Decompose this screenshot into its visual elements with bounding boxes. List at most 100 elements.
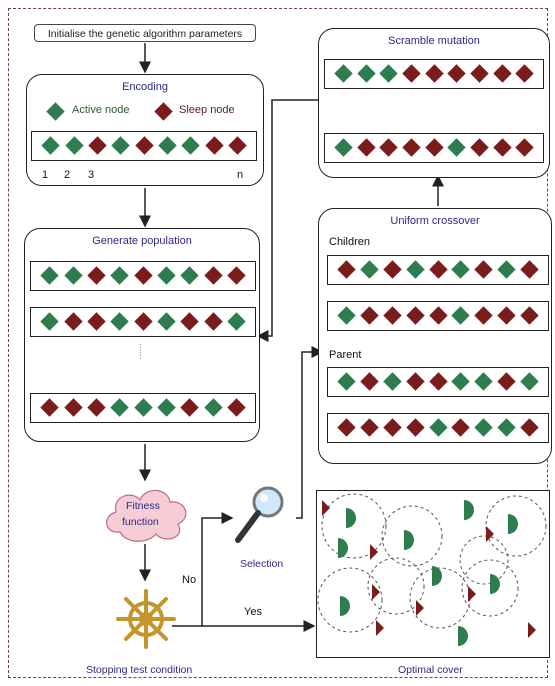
init-parameters-box: Initialise the genetic algorithm paramet… [34,24,256,42]
active-node-gene [110,398,129,417]
active-node-gene [474,372,493,391]
active-node-gene [405,260,425,279]
sleep-node-gene [470,64,489,83]
crossover-box: Uniform crossover Children Parent [318,208,552,464]
active-node-gene [356,64,376,83]
active-node-gene [157,398,176,417]
parent-label: Parent [329,349,362,361]
active-node-gene [41,136,60,155]
sleep-node-gene [87,398,106,417]
mutation-title: Scramble mutation [388,35,480,47]
sleep-node-gene [88,136,107,155]
sleep-node-gene [337,418,356,437]
sleep-node-gene [337,260,356,279]
sleep-node-gene [87,312,106,331]
optimal-cover-label: Optimal cover [398,664,463,676]
active-node-gene [428,418,448,437]
active-node-gene [337,306,356,325]
active-node-gene [180,266,199,285]
children-label: Children [329,236,370,248]
sleep-node-gene [497,372,516,391]
sleep-node-gene [405,372,425,391]
sleep-node-gene [492,138,512,157]
encoding-chromosome [31,131,257,161]
sleep-node-gene [383,306,402,325]
sleep-node-gene [227,398,246,417]
active-node-gene [157,312,176,331]
sleep-node-gene [227,266,246,285]
active-node-gene [334,138,353,157]
encoding-box: Encoding Active node Sleep node 1 2 3 n [26,74,264,186]
active-node-gene [451,260,471,279]
sleep-node-gene [204,136,224,155]
no-branch-label: No [182,574,197,586]
population-chromosome [30,393,256,423]
active-node-gene [334,64,353,83]
active-node-gene [379,64,398,83]
active-node-gene [111,136,130,155]
parent-chromosome [327,413,549,443]
sleep-node-gene [383,260,402,279]
sleep-node-gene [133,266,153,285]
sleep-node-gene [424,64,444,83]
active-node-gene [64,136,84,155]
sleep-node-gene [515,64,534,83]
active-node-legend-label: Active node [72,104,130,116]
population-chromosome [30,261,256,291]
encoding-title: Encoding [122,81,168,93]
mutated-chromosome [324,59,544,89]
index-label-3: 3 [88,169,95,181]
yes-branch-label: Yes [244,606,262,618]
population-chromosome [30,307,256,337]
active-node-gene [227,312,246,331]
sleep-node-gene [180,398,199,417]
mutation-box: Scramble mutation [318,28,550,178]
parent-chromosome [327,367,549,397]
sleep-node-gene [424,138,444,157]
sleep-node-gene [428,372,448,391]
active-node-gene [497,418,516,437]
sleep-node-gene [360,306,379,325]
sleep-node-gene [356,138,376,157]
original-chromosome [324,133,544,163]
active-node-gene [158,136,177,155]
index-label-1: 1 [42,169,49,181]
sleep-node-gene [40,398,59,417]
sleep-node-gene [402,138,421,157]
sleep-node-gene [492,64,512,83]
active-node-gene [133,398,153,417]
active-node-gene [474,418,493,437]
fitness-label-line2: function [122,516,159,528]
crossover-title: Uniform crossover [390,215,480,227]
active-node-gene [110,312,129,331]
sleep-node-gene [520,306,539,325]
sleep-node-gene [470,138,489,157]
sleep-node-gene [405,418,425,437]
population-box: Generate population ...... [24,228,260,442]
active-node-gene [40,312,59,331]
population-ellipsis: ...... [137,343,148,360]
active-node-gene [157,266,176,285]
active-node-gene [360,260,379,279]
index-label-2: 2 [64,169,71,181]
selection-label: Selection [240,558,284,570]
optimal-cover-diagram [317,493,547,646]
stopping-condition-label: Stopping test condition [86,664,193,676]
active-node-gene [63,266,83,285]
sleep-node-gene [133,312,153,331]
active-node-gene [447,138,466,157]
index-label-n: n [237,169,244,181]
active-node-gene [40,266,59,285]
sleep-node-gene [520,418,539,437]
sleep-node-gene [497,306,516,325]
sleep-node-gene [228,136,247,155]
active-node-gene [451,306,471,325]
active-node-gene [383,372,402,391]
fitness-cloud-shape [106,489,187,542]
sleep-node-gene [447,64,466,83]
active-node-gene [451,372,471,391]
active-node-legend-icon [46,102,65,121]
population-title: Generate population [92,235,192,247]
sleep-node-gene [379,138,398,157]
sleep-node-gene [405,306,425,325]
